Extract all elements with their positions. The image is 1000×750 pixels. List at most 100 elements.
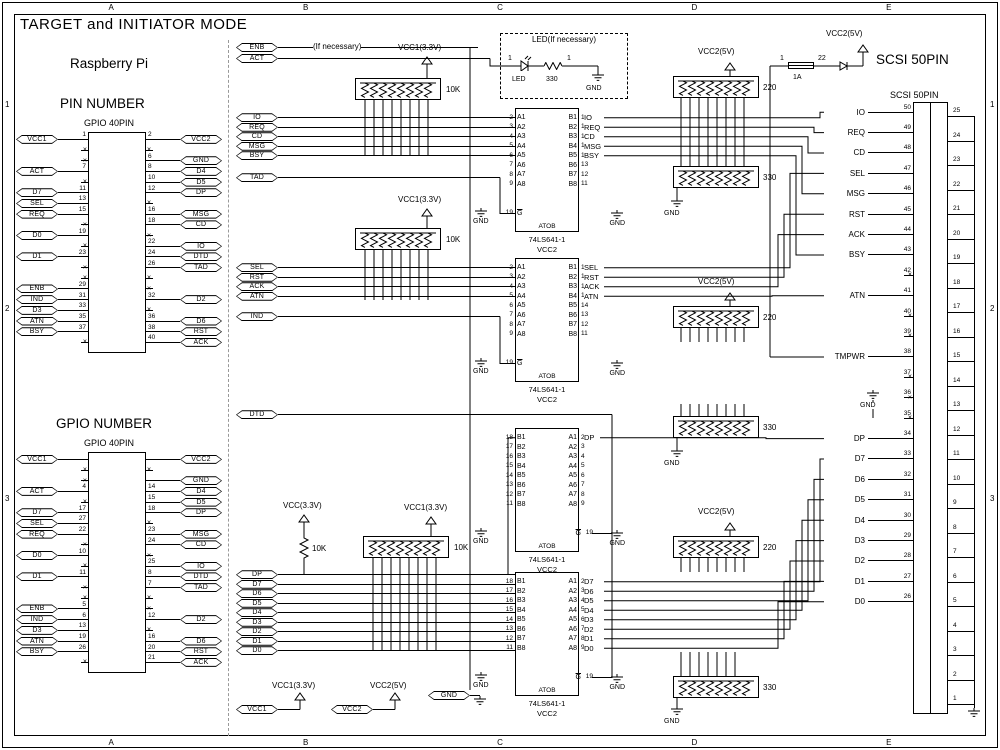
- gpio-number-heading: GPIO NUMBER: [56, 416, 153, 431]
- chip-body: [515, 572, 579, 696]
- net-name: D4: [854, 515, 865, 525]
- pin-number: 17: [953, 303, 961, 310]
- net-label: RST: [180, 327, 222, 337]
- pin-number: 9: [581, 644, 585, 651]
- net-name: RST: [584, 272, 604, 282]
- net-label: VCC2: [180, 454, 222, 464]
- pin-number: 30: [903, 511, 911, 519]
- resistor-value: 330: [763, 683, 777, 692]
- pin-number: 22: [953, 180, 961, 188]
- connector-pin-row: D2 32: [146, 292, 222, 305]
- connector-pin-row: D7 17: [16, 505, 88, 519]
- pin-number: 5: [509, 142, 513, 149]
- connector-pin-row: IND 31: [16, 292, 88, 305]
- pin-name: A7: [568, 491, 577, 499]
- pin-number: 48: [903, 144, 911, 152]
- unused-pin-mark: ×: [82, 658, 87, 666]
- wire: ×: [58, 496, 88, 508]
- pin-number: 27: [903, 572, 911, 580]
- wire: 24: [146, 536, 180, 551]
- pin-number: 15: [953, 352, 961, 359]
- connector-pin-row: ENB 5: [16, 601, 88, 615]
- resistor-value: 10K: [446, 235, 461, 244]
- unused-pin-mark: ×: [82, 466, 87, 474]
- wire: [947, 606, 974, 608]
- net-label: IO: [180, 561, 222, 571]
- signal-row: ATN: [236, 291, 515, 302]
- wire: [604, 458, 824, 649]
- resistor-value: 330: [763, 173, 777, 182]
- unused-pin-mark: ×: [907, 414, 912, 422]
- pin-number: 11: [953, 450, 960, 457]
- wire: ×: [146, 272, 180, 284]
- pin-number: 2: [581, 433, 585, 441]
- connector-pin-row: D6 36: [146, 313, 222, 327]
- wire: [947, 287, 974, 289]
- pin-number: 3: [581, 443, 585, 450]
- wire: 50: [868, 102, 913, 123]
- wire: [278, 621, 515, 623]
- signal-row: MSG: [236, 141, 515, 152]
- pin-number: 3: [953, 646, 957, 653]
- pin-name: A3: [568, 453, 577, 461]
- led-option-box: [500, 33, 628, 99]
- pin-number: 2: [148, 131, 152, 139]
- net-name: TMPWR: [834, 352, 865, 362]
- connector-pin-row: ×: [16, 272, 88, 284]
- pin-name: A6: [517, 311, 526, 319]
- connector-pin-row: ×: [16, 560, 88, 572]
- wire: 29: [58, 281, 88, 295]
- gnd-label: GND: [664, 718, 680, 725]
- scsi-pin-row: IO 50: [824, 102, 913, 123]
- pin-number: 40: [148, 334, 156, 342]
- wire: [947, 434, 974, 436]
- pin-name: A2: [568, 443, 577, 451]
- wire: 39×: [868, 326, 913, 347]
- ground-icon: [474, 358, 488, 367]
- pin-name: B3: [517, 453, 526, 461]
- ruler-letter: A: [108, 738, 114, 747]
- pin-number: 5: [509, 292, 513, 299]
- pin-number: 41: [903, 287, 911, 295]
- wire: 36×: [868, 387, 913, 408]
- pin-number: 24: [148, 536, 156, 544]
- unused-pin-mark: ×: [82, 146, 87, 154]
- pin-number: 10: [78, 547, 86, 555]
- net-label: D6: [236, 589, 278, 599]
- wire: 32: [146, 292, 180, 305]
- connector-pin-row: ACT 4: [16, 484, 88, 497]
- pin-number: 12: [581, 320, 589, 328]
- wire: 26: [868, 591, 913, 612]
- net-label: SEL: [16, 198, 58, 208]
- net-label: DTD: [236, 410, 278, 420]
- pin-number: 15: [78, 206, 86, 214]
- connector-pin-row: ×: [146, 230, 222, 241]
- pin-number: 22: [78, 526, 86, 534]
- net-label: CD: [180, 540, 222, 550]
- pin-number: 13: [78, 195, 86, 203]
- unused-pin-mark: ×: [82, 264, 87, 272]
- wire: ×: [146, 550, 180, 561]
- wire: [680, 404, 745, 416]
- wire: 5: [58, 601, 88, 615]
- wire: 41: [868, 285, 913, 306]
- scsi-pin-row: DP 34: [824, 428, 913, 449]
- pin-number: 12: [505, 490, 513, 498]
- pin-number: 6: [82, 611, 86, 619]
- pin-number: 50: [903, 103, 911, 111]
- signal-row: ACT: [236, 53, 478, 64]
- chip-pin: 3 A2: [549, 443, 593, 453]
- pin-name: A4: [517, 292, 526, 300]
- gpio-40pin-label: GPIO 40PIN: [84, 118, 135, 128]
- wire: 42×: [868, 265, 913, 286]
- pin-number: 13: [505, 625, 513, 632]
